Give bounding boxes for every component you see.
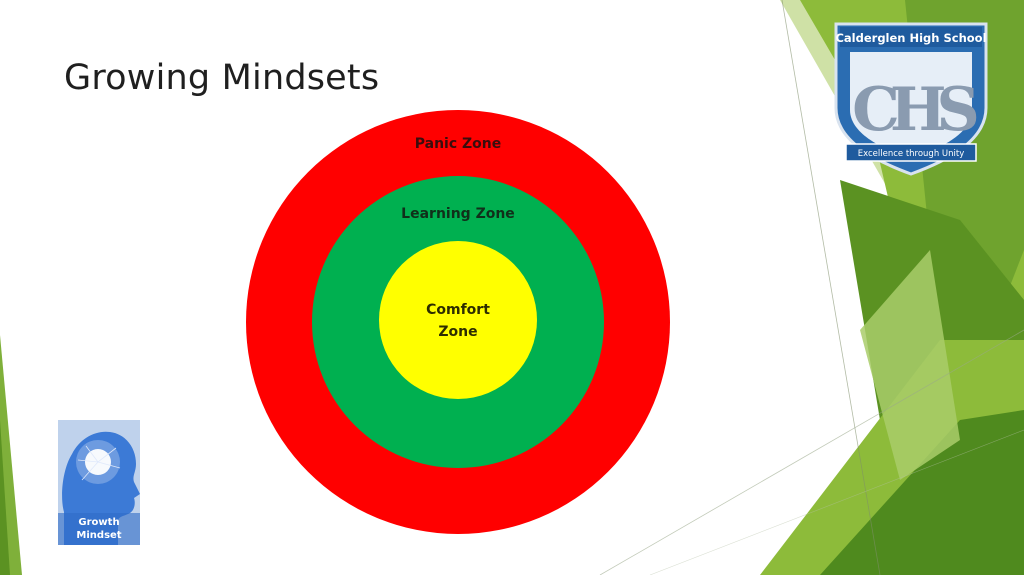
panic-zone-label: Panic Zone xyxy=(415,136,502,152)
head-silhouette-icon xyxy=(58,420,140,545)
school-crest: Calderglen High School CHS Excellence th… xyxy=(834,22,988,176)
comfort-zone-label-line1: Comfort xyxy=(426,302,490,318)
learning-zone-label: Learning Zone xyxy=(401,206,515,222)
crest-motto: Excellence through Unity xyxy=(858,149,965,159)
growth-mindset-logo: Growth Mindset xyxy=(58,420,140,545)
growth-mindset-line2: Mindset xyxy=(76,530,122,541)
slide-title: Growing Mindsets xyxy=(64,58,380,98)
comfort-zone-circle xyxy=(379,241,537,399)
growth-mindset-line1: Growth xyxy=(78,517,120,528)
crest-school-name: Calderglen High School xyxy=(835,31,986,45)
comfort-zone-label-line2: Zone xyxy=(438,324,477,340)
crest-initials: CHS xyxy=(852,75,976,145)
